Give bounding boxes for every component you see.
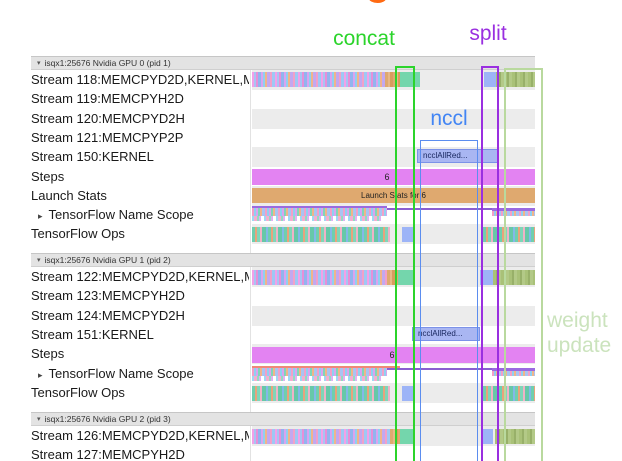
expand-icon[interactable]: ▸ (38, 370, 43, 380)
section-header-label: isqx1:25676 Nvidia GPU 1 (pid 2) (44, 255, 171, 265)
track-label-stream122: Stream 122:MEMCPYD2D,KERNEL,MI (31, 269, 249, 284)
collapse-icon: ▾ (37, 416, 41, 423)
track-label-stream118: Stream 118:MEMCPYD2D,KERNEL,ME (31, 72, 249, 87)
event-bar-stream122-concat[interactable] (398, 270, 413, 285)
weight-update-annotation-rect (504, 68, 543, 461)
event-bar-stream126-split[interactable] (483, 429, 493, 444)
tf-name-scope-bars-gpu0[interactable] (252, 206, 387, 221)
track-label-steps: Steps (31, 169, 65, 184)
split-annotation-rect (481, 66, 499, 461)
lane-bg (252, 109, 535, 129)
tf-ops-blue-gpu1[interactable] (402, 386, 413, 401)
track-label-stream120: Stream 120:MEMCPYD2H (31, 111, 185, 126)
concat-annotation-rect (395, 66, 415, 461)
event-bar-ncclallreduce-gpu1[interactable]: ncclAllRed... (412, 327, 480, 341)
track-label-tf-name-scope[interactable]: ▸TensorFlow Name Scope (38, 366, 194, 381)
event-bar-stream126-kernels[interactable] (252, 429, 390, 444)
tf-ops-bar-gpu1[interactable] (252, 386, 390, 401)
tf-name-scope-bars-gpu1[interactable] (252, 368, 387, 381)
track-label-tf-ops: TensorFlow Ops (31, 226, 125, 241)
tf-ops-blue-gpu0[interactable] (402, 227, 413, 242)
track-label-stream121: Stream 121:MEMCPYP2P (31, 130, 184, 145)
launch-stats-label: Launch Stats for 6 (361, 191, 426, 200)
lane-bg (252, 306, 535, 326)
section-header-gpu1[interactable]: ▾ isqx1:25676 Nvidia GPU 1 (pid 2) (31, 253, 535, 267)
event-bar-stream122-tan[interactable] (387, 270, 398, 285)
steps-bar-label: 6 (384, 172, 390, 182)
tf-ops-bar-gpu0[interactable] (252, 227, 390, 242)
collapse-icon: ▾ (37, 60, 41, 67)
tf-name-scope-bars-right-gpu0[interactable] (492, 208, 535, 216)
track-label-steps: Steps (31, 346, 65, 361)
track-label-launch-stats: Launch Stats (31, 188, 107, 203)
track-label-stream126: Stream 126:MEMCPYD2D,KERNEL,MI (31, 428, 249, 443)
track-label-tf-name-scope[interactable]: ▸TensorFlow Name Scope (38, 207, 194, 222)
track-label-stream127: Stream 127:MEMCPYH2D (31, 447, 185, 461)
nccl-annotation-label: nccl (430, 107, 468, 130)
track-label-stream123: Stream 123:MEMCPYH2D (31, 288, 185, 303)
event-bar-stream122-kernels[interactable] (252, 270, 387, 285)
event-bar-stream118-split[interactable] (484, 72, 496, 87)
steps-bar-gpu0[interactable] (252, 169, 535, 185)
tf-ops-bar-right-gpu1[interactable] (483, 386, 535, 401)
steps-bar-gpu1[interactable] (252, 347, 535, 363)
section-header-gpu0[interactable]: ▾ isqx1:25676 Nvidia GPU 0 (pid 1) (31, 56, 535, 70)
tf-name-scope-bars-right-gpu1[interactable] (492, 368, 535, 376)
event-bar-stream118-concat[interactable] (400, 72, 420, 87)
launch-stats-bar-gpu0[interactable]: Launch Stats for 6 (252, 188, 535, 203)
tf-name-scope-line-gpu0 (387, 208, 535, 210)
weight-update-annotation-label: weight update (547, 309, 612, 357)
split-annotation-label: split (469, 22, 507, 45)
expand-icon[interactable]: ▸ (38, 211, 43, 221)
tf-name-scope-line-gpu1 (252, 368, 535, 370)
event-bar-stream118-kernels[interactable] (252, 72, 385, 87)
event-bar-stream122-split[interactable] (480, 270, 493, 285)
track-label-stream124: Stream 124:MEMCPYD2H (31, 308, 185, 323)
track-label-stream119: Stream 119:MEMCPYH2D (31, 91, 184, 106)
section-header-label: isqx1:25676 Nvidia GPU 0 (pid 1) (44, 58, 171, 68)
event-bar-stream122-weight-update[interactable] (493, 270, 535, 285)
concat-annotation-label: concat (333, 27, 395, 50)
event-bar-stream126-concat[interactable] (400, 429, 414, 444)
tf-ops-bar-right-gpu0[interactable] (483, 227, 535, 242)
track-label-stream150: Stream 150:KERNEL (31, 149, 154, 164)
steps-bar-label: 6 (389, 350, 395, 360)
section-header-label: isqx1:25676 Nvidia GPU 2 (pid 3) (44, 414, 171, 424)
clipped-orange-glyph (369, 0, 386, 3)
tf-name-scope-salmon-line-gpu1 (252, 366, 400, 368)
section-header-gpu2[interactable]: ▾ isqx1:25676 Nvidia GPU 2 (pid 3) (31, 412, 535, 426)
nccl-annotation-rect (420, 140, 478, 461)
track-label-tf-ops: TensorFlow Ops (31, 385, 125, 400)
track-label-stream151: Stream 151:KERNEL (31, 327, 154, 342)
collapse-icon: ▾ (37, 257, 41, 264)
